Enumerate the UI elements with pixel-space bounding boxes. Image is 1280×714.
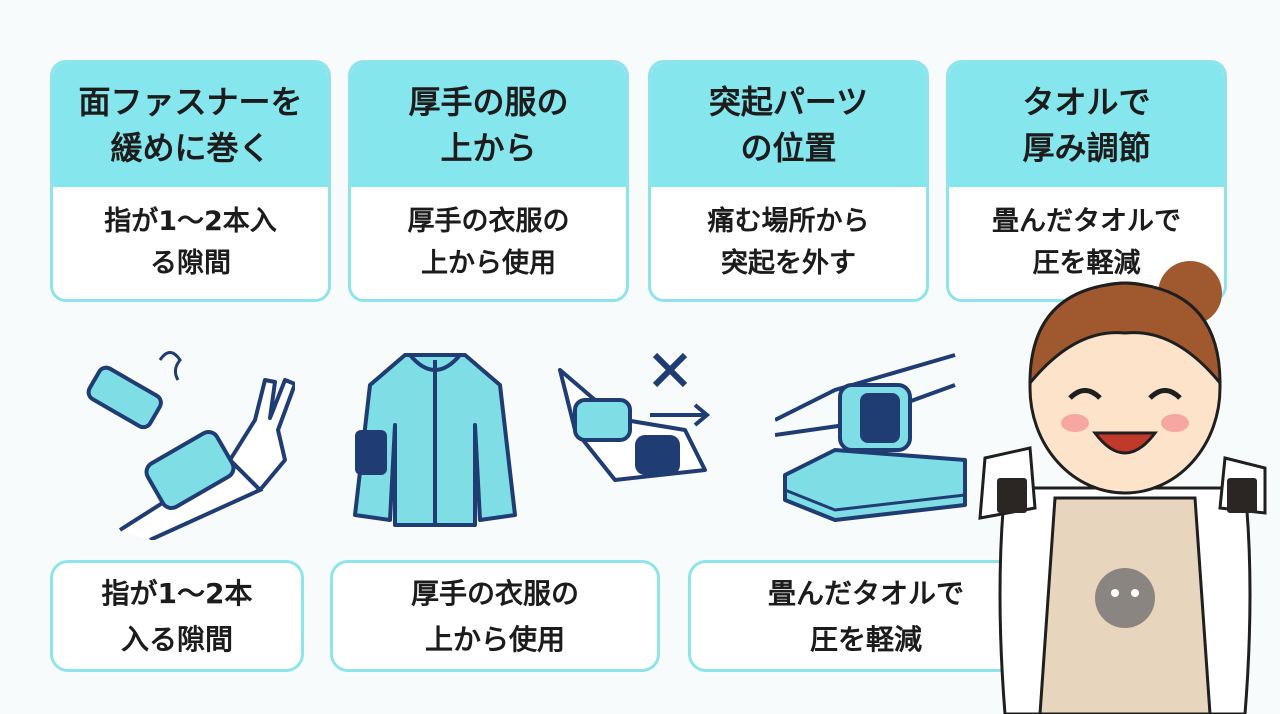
panel-title: 面ファスナーを 緩めに巻く <box>53 63 328 187</box>
jacket-icon <box>353 353 517 527</box>
panel-subtitle: 畳んだタオルで 圧を軽減 <box>992 206 1181 279</box>
panel-protrusion: 突起パーツ の位置 痛む場所から 突起を外す <box>648 60 929 302</box>
woman-mascot-icon <box>978 261 1267 714</box>
panel-title: 突起パーツ の位置 <box>651 63 926 187</box>
panel-subtitle: 痛む場所から 突起を外す <box>707 206 870 279</box>
towel-pad-icon <box>775 353 967 522</box>
panel-title: タオルで 厚み調節 <box>949 63 1224 187</box>
knee-brace-icon <box>558 352 711 482</box>
panel-title: 厚手の服の 上から <box>351 63 626 187</box>
panel-fastener: 面ファスナーを 緩めに巻く 指が1〜2本入 る隙間 <box>50 60 331 302</box>
panel-thick-clothes: 厚手の服の 上から 厚手の衣服の 上から使用 <box>348 60 629 302</box>
caption-clothes: 厚手の衣服の 上から使用 <box>330 560 660 672</box>
caption-gap: 指が1〜2本 入る隙間 <box>50 560 304 672</box>
panel-subtitle: 厚手の衣服の 上から使用 <box>407 206 570 279</box>
wrist-strap-icon <box>86 351 295 540</box>
panel-towel: タオルで 厚み調節 畳んだタオルで 圧を軽減 <box>946 60 1227 302</box>
panel-subtitle: 指が1〜2本入 る隙間 <box>104 206 277 279</box>
